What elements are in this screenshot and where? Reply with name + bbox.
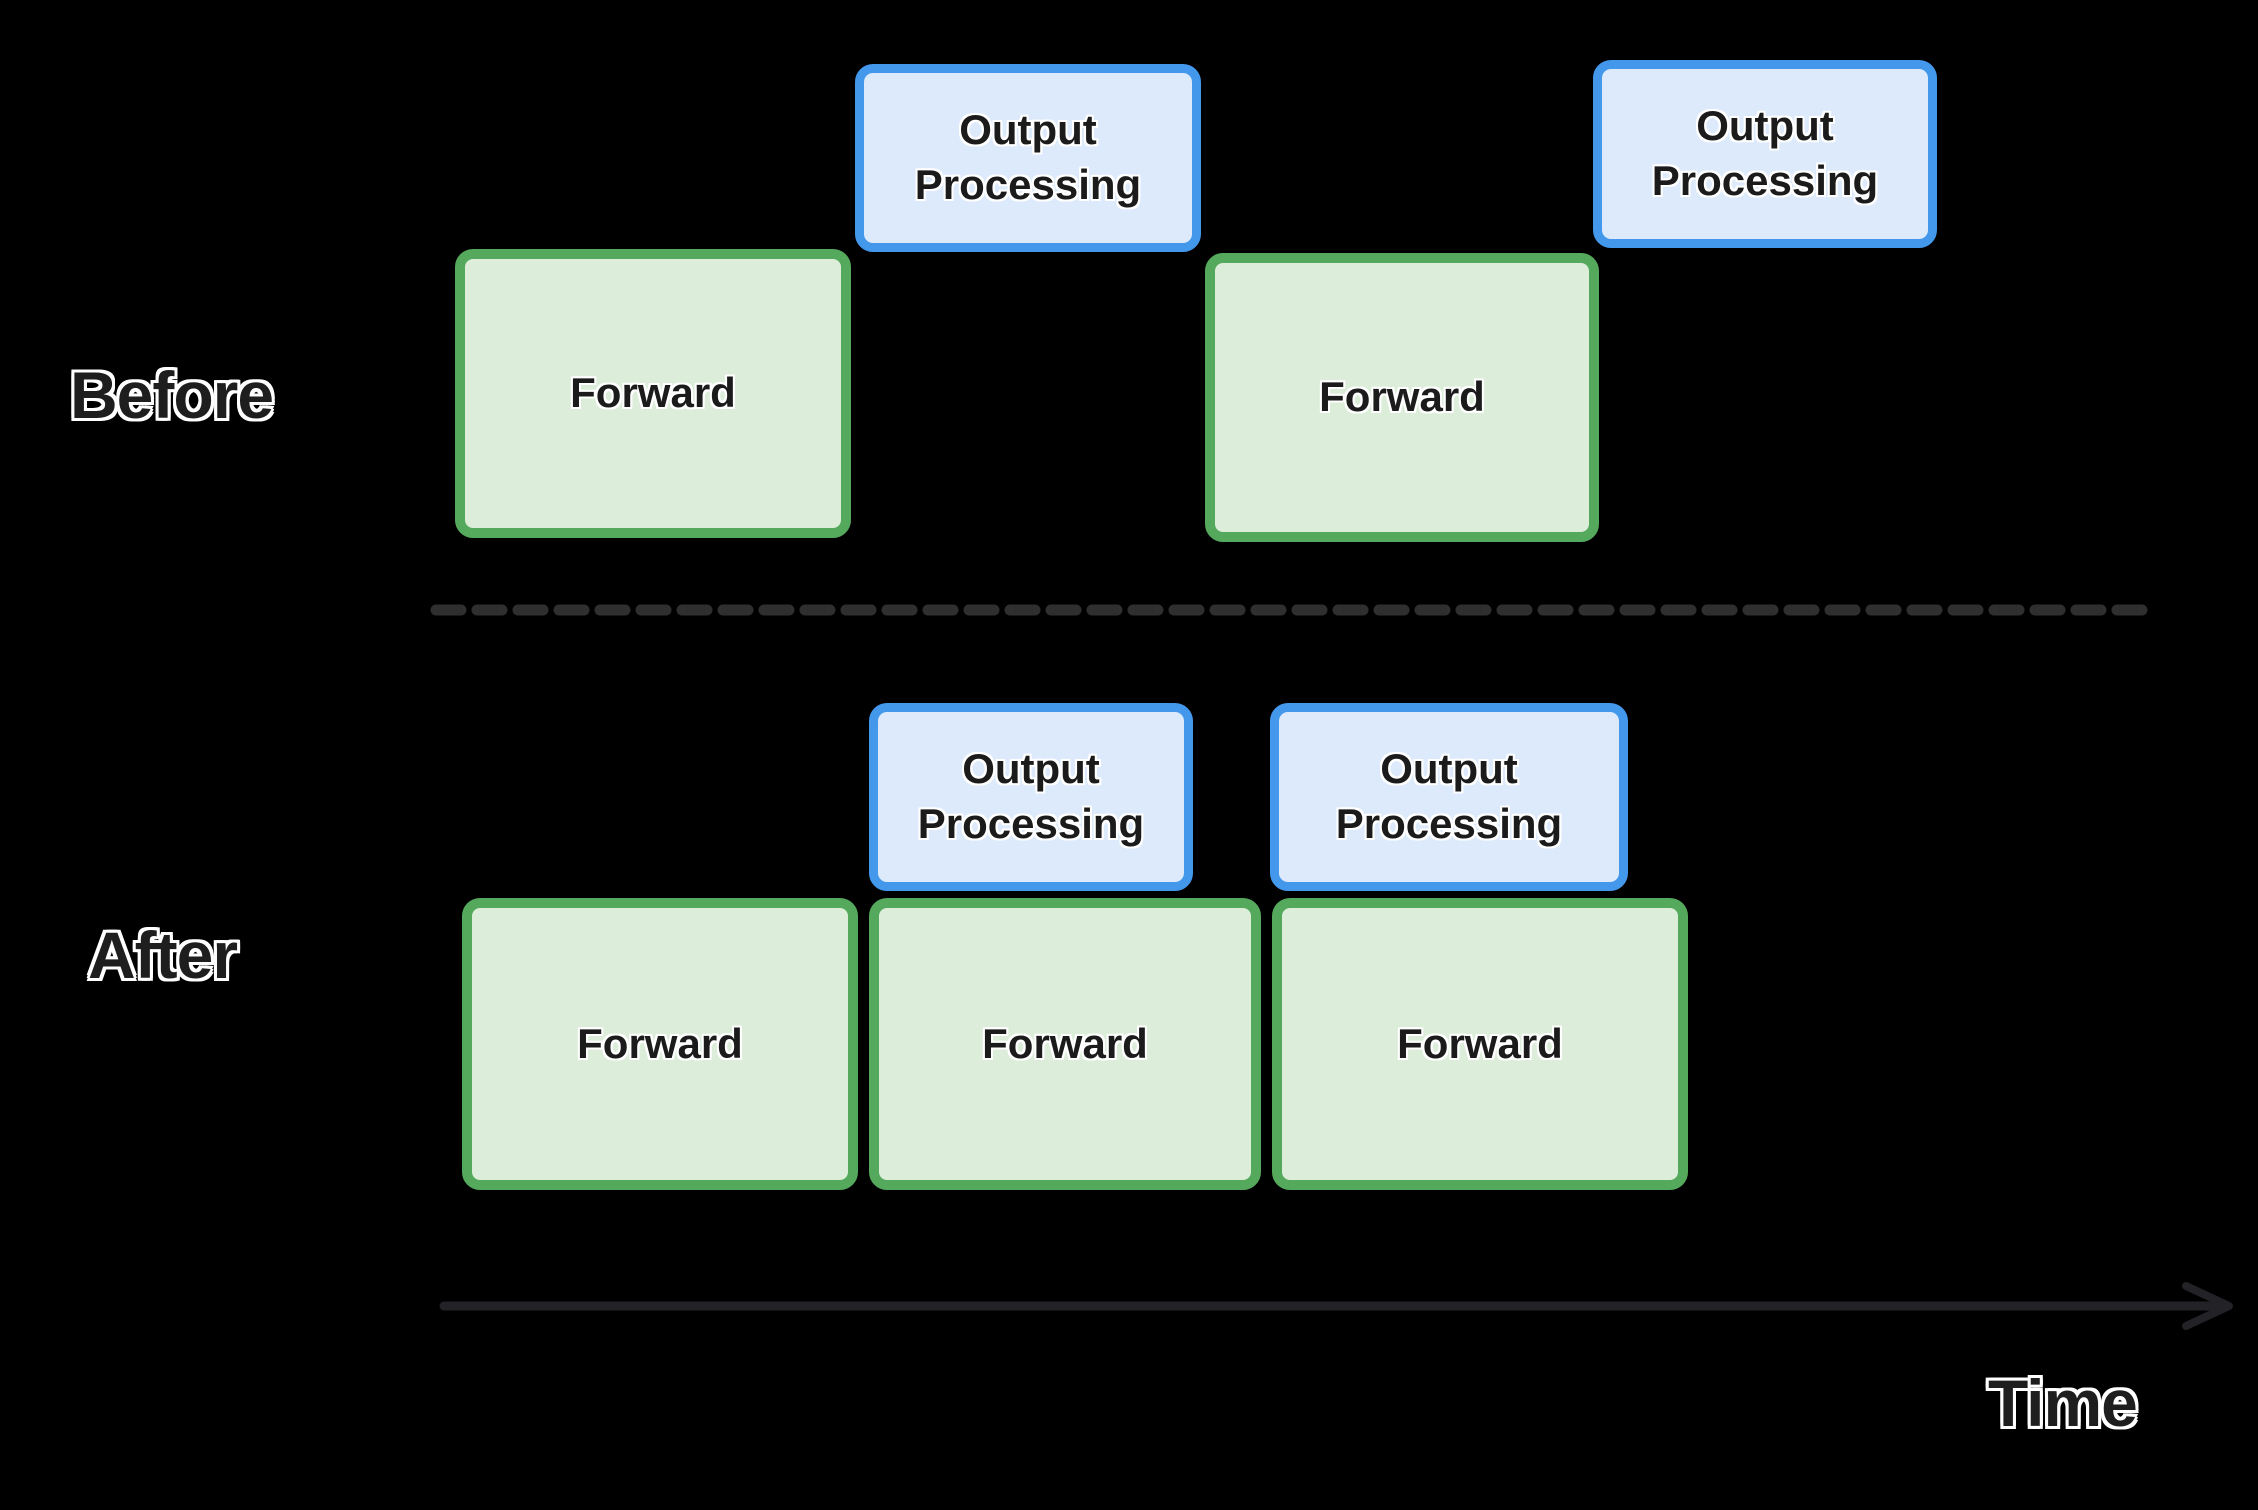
output-processing-block-label: Output Processing bbox=[914, 106, 1142, 208]
output-processing-block: Output Processing bbox=[1270, 703, 1628, 891]
output-processing-block-label: Output Processing bbox=[917, 745, 1145, 847]
output-processing-block: Output Processing bbox=[855, 64, 1201, 252]
forward-block: Forward bbox=[1205, 253, 1599, 542]
output-processing-block: Output Processing bbox=[869, 703, 1193, 891]
output-processing-block-label: Output Processing bbox=[1335, 745, 1563, 847]
time-axis-arrow bbox=[439, 1282, 2233, 1330]
forward-block: Forward bbox=[869, 898, 1261, 1190]
after-row-label: After bbox=[88, 918, 238, 992]
forward-block-label: Forward bbox=[1397, 1019, 1563, 1067]
forward-block-label: Forward bbox=[1319, 373, 1485, 421]
forward-block-label: Forward bbox=[982, 1019, 1148, 1067]
before-row-label: Before bbox=[70, 358, 274, 432]
time-axis-label: Time bbox=[1988, 1366, 2138, 1440]
forward-block: Forward bbox=[462, 898, 858, 1190]
forward-block-label: Forward bbox=[577, 1019, 743, 1067]
output-processing-block-label: Output Processing bbox=[1651, 102, 1879, 204]
forward-block: Forward bbox=[455, 249, 851, 538]
forward-block: Forward bbox=[1272, 898, 1688, 1190]
output-processing-block: Output Processing bbox=[1593, 60, 1937, 248]
forward-block-label: Forward bbox=[570, 369, 736, 417]
